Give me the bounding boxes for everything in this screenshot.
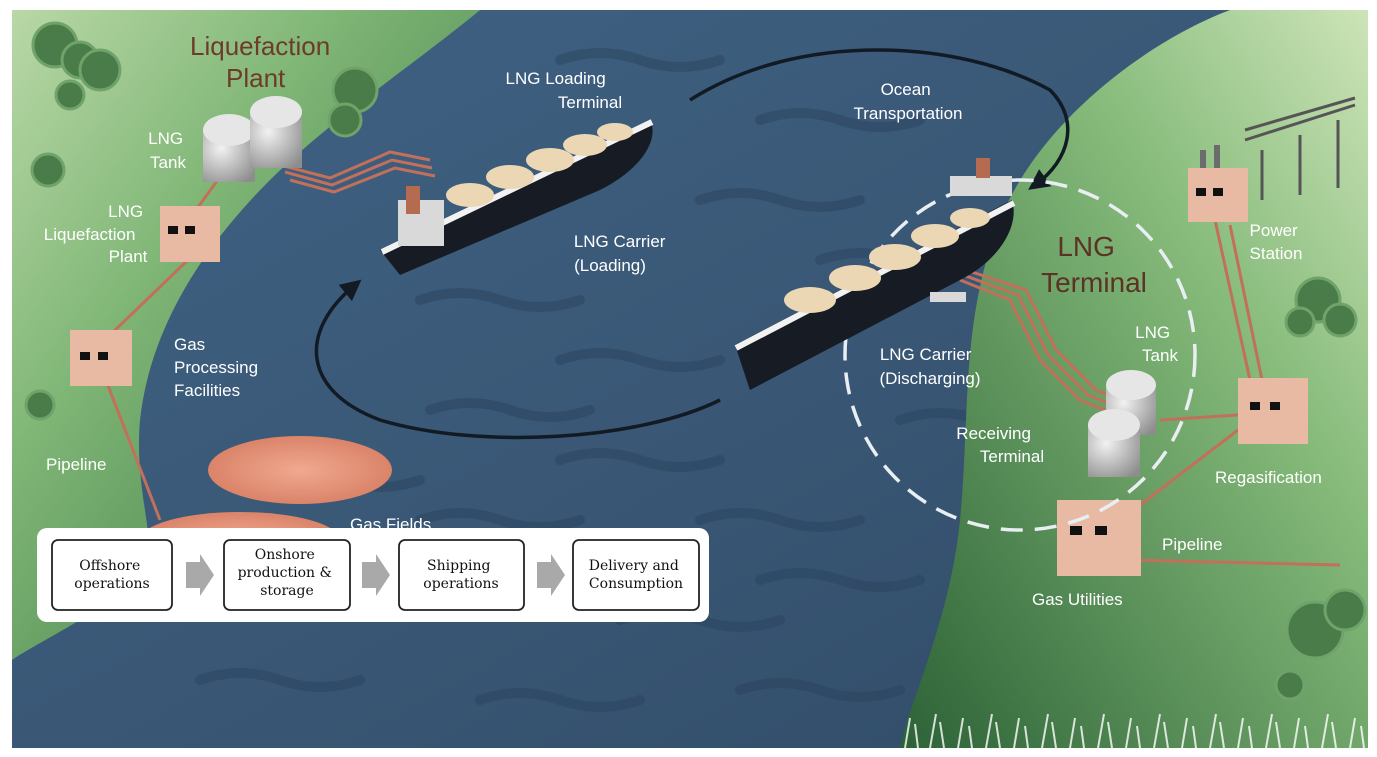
lng-carrier-loading-label: LNG Carrier (Loading) — [574, 232, 670, 275]
ocean-transportation-label: Ocean Transportation — [854, 80, 963, 123]
left-land — [12, 10, 480, 660]
stage-shipping-operations: Shipping operations — [398, 539, 525, 611]
pipeline-right — [959, 219, 1341, 567]
pipeline-right-label: Pipeline — [1162, 535, 1223, 554]
arrow-right-icon — [362, 554, 390, 596]
receiving-terminal-label: Receiving Terminal — [956, 424, 1044, 466]
pipeline-left-label: Pipeline — [46, 455, 107, 474]
tree-cluster-right — [1274, 276, 1367, 701]
grass — [904, 713, 1365, 749]
regasification-label: Regasification — [1215, 468, 1322, 487]
arrow-right-icon — [537, 554, 565, 596]
gas-processing-label: Gas Processing Facilities — [174, 335, 263, 400]
liquefaction-plant-title: Liquefaction Plant — [190, 31, 337, 93]
building-liquefaction-plant — [160, 206, 220, 262]
stage-offshore-operations: Offshore operations — [51, 539, 173, 611]
arrow-right-icon — [186, 554, 214, 596]
svg-text:Onshore production &: Onshore production & storage — [238, 547, 337, 599]
arrow-ocean-transport — [689, 48, 1070, 190]
lng-tank-left-label: LNG Tank — [148, 129, 188, 172]
building-gas-processing — [70, 330, 132, 386]
power-lines — [1244, 96, 1356, 200]
process-flow-panel: Offshore operations Onshore production &… — [37, 528, 709, 622]
svg-text:Delivery and Consumpti: Delivery and Consumption — [589, 558, 684, 592]
power-station-label: Power Station — [1250, 221, 1303, 263]
gas-utilities-label: Gas Utilities — [1032, 590, 1123, 609]
building-power-station — [1188, 145, 1248, 222]
lng-terminal-title: LNG Terminal — [1041, 231, 1147, 298]
lng-tank-left — [203, 96, 302, 182]
lng-liquefaction-plant-label: LNG Liquefaction Plant — [44, 202, 148, 266]
lng-terminal-boundary — [843, 178, 1197, 532]
lng-carrier-discharging-label: LNG Carrier (Discharging) — [879, 345, 980, 388]
lng-carrier-discharging-ship — [734, 158, 1016, 390]
lng-tank-right — [1088, 370, 1156, 477]
arrow-return-voyage — [314, 279, 721, 440]
building-regasification — [1238, 378, 1308, 444]
svg-text:Offshore operations: Offshore operations — [74, 558, 149, 592]
pipeline-left — [98, 150, 436, 521]
lng-carrier-loading-ship — [380, 119, 654, 275]
lng-tank-right-label: LNG Tank — [1135, 323, 1178, 365]
stage-delivery-consumption: Delivery and Consumption — [572, 539, 700, 611]
lng-loading-terminal-label: LNG Loading Terminal — [506, 69, 623, 112]
gas-field-1 — [208, 436, 392, 504]
svg-text:Shipping operations: Shipping operations — [423, 558, 498, 592]
stage-onshore-production-storage: Onshore production & storage — [223, 539, 351, 611]
building-gas-utilities — [1057, 500, 1141, 576]
tree-cluster-left — [24, 21, 379, 421]
